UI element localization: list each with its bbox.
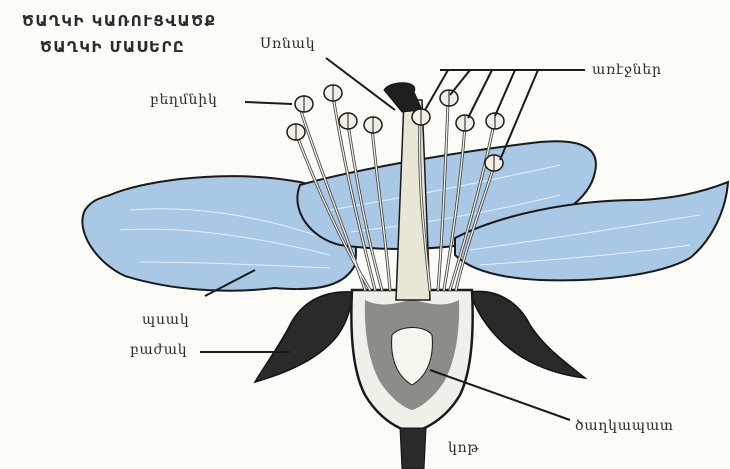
style-label: Սռնակ bbox=[260, 36, 315, 52]
stamens-label: առէջներ bbox=[592, 62, 662, 78]
ovary-label: ծաղկապատ bbox=[575, 418, 674, 434]
petal-label: պսակ bbox=[142, 312, 189, 328]
pistil-stigma bbox=[384, 83, 422, 112]
flower-stalk bbox=[400, 428, 426, 469]
sepal-label: բաժակ bbox=[130, 342, 187, 358]
pistil-style bbox=[396, 100, 430, 300]
stalk-label: կոթ bbox=[448, 440, 479, 456]
anther-label: բեղմնիկ bbox=[150, 92, 218, 108]
leader-anther bbox=[245, 102, 292, 104]
left-sepal bbox=[255, 292, 352, 382]
right-sepal bbox=[470, 291, 585, 378]
leader-style bbox=[326, 58, 395, 110]
